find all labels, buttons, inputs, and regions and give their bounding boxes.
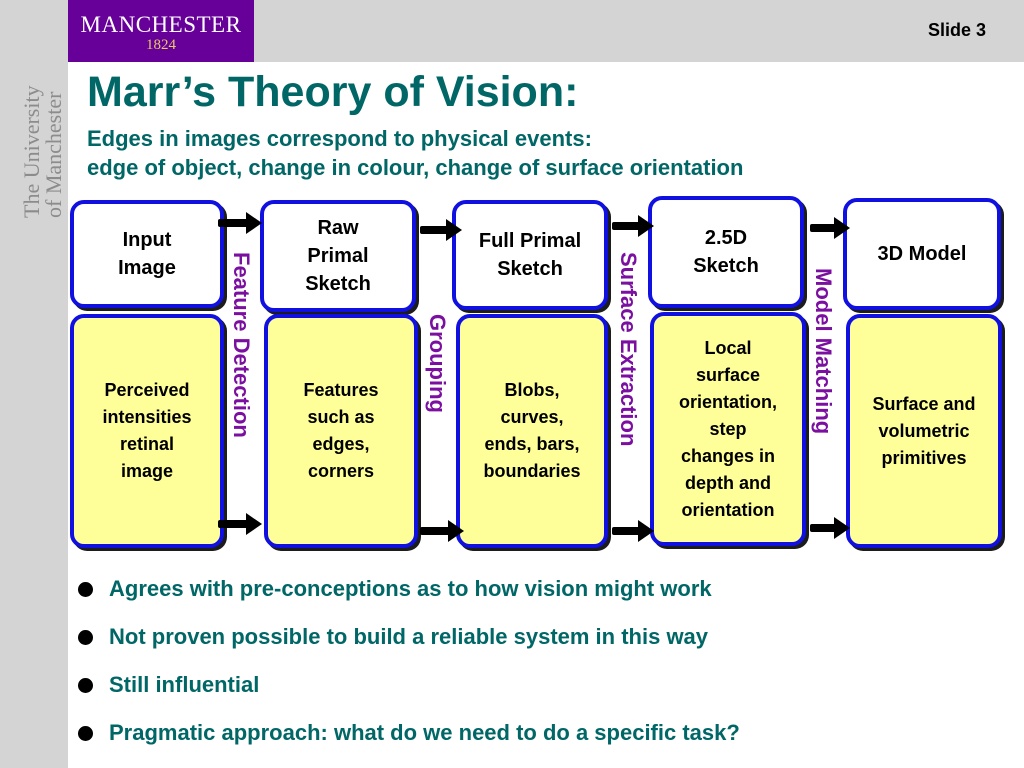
stage-description: Features such as edges, corners <box>303 380 379 481</box>
stage-label: Raw Primal Sketch <box>305 217 371 295</box>
transition-label-surface-extraction: Surface Extraction <box>616 252 641 447</box>
manchester-logo: MANCHESTER 1824 <box>68 0 254 62</box>
list-item: Still influential <box>76 661 1016 709</box>
arrow-right-icon <box>218 212 262 234</box>
bullet-text: Pragmatic approach: what do we need to d… <box>109 720 740 745</box>
bullet-icon <box>78 629 93 645</box>
stage-box-raw-primal-sketch: Raw Primal Sketch <box>260 200 416 312</box>
slide-title: Marr’s Theory of Vision: <box>87 68 579 116</box>
bullet-icon <box>78 677 93 693</box>
bullet-icon <box>78 725 93 741</box>
stage-box-full-primal-sketch: Full Primal Sketch <box>452 200 608 310</box>
logo-year: 1824 <box>146 37 176 53</box>
subtitle-line-2: edge of object, change in colour, change… <box>87 155 744 180</box>
side-logo-line2: of Manchester <box>41 91 66 218</box>
arrow-right-icon <box>810 217 850 239</box>
description-box-2-5d-sketch: Local surface orientation, step changes … <box>650 312 806 546</box>
stage-description: Blobs, curves, ends, bars, boundaries <box>483 380 581 481</box>
description-box-raw-primal-sketch: Features such as edges, corners <box>264 314 418 548</box>
stage-label: 3D Model <box>877 243 967 265</box>
description-box-3d-model: Surface and volumetric primitives <box>846 314 1002 548</box>
slide-number: Slide 3 <box>927 20 986 40</box>
list-item: Agrees with pre-conceptions as to how vi… <box>76 565 1016 613</box>
description-box-input-image: Perceived intensities retinal image <box>70 314 224 548</box>
bullet-list: Agrees with pre-conceptions as to how vi… <box>76 565 1016 757</box>
transition-label-grouping: Grouping <box>425 314 450 413</box>
left-banner <box>0 62 68 768</box>
bullet-text: Not proven possible to build a reliable … <box>109 624 709 649</box>
arrow-right-icon <box>420 520 464 542</box>
stage-label: 2.5D Sketch <box>693 227 759 277</box>
stage-description: Perceived intensities retinal image <box>102 380 192 481</box>
marr-pipeline-diagram: Input Image Raw Primal Sketch Full Prima… <box>68 192 1024 557</box>
arrow-right-icon <box>420 219 462 241</box>
list-item: Not proven possible to build a reliable … <box>76 613 1016 661</box>
arrow-right-icon <box>612 520 654 542</box>
transition-label-model-matching: Model Matching <box>811 268 836 435</box>
stage-label: Full Primal Sketch <box>478 230 582 280</box>
bullet-text: Agrees with pre-conceptions as to how vi… <box>109 576 712 601</box>
list-item: Pragmatic approach: what do we need to d… <box>76 709 1016 757</box>
stage-description: Local surface orientation, step changes … <box>679 337 777 520</box>
logo-name: MANCHESTER <box>80 12 242 37</box>
arrow-right-icon <box>218 513 262 535</box>
stage-box-2-5d-sketch: 2.5D Sketch <box>648 196 804 308</box>
bullet-text: Still influential <box>109 672 260 697</box>
transition-label-feature-detection: Feature Detection <box>229 252 254 438</box>
slide-subtitle: Edges in images correspond to physical e… <box>87 124 743 182</box>
arrow-right-icon <box>612 215 654 237</box>
university-side-logo: The University of Manchester <box>19 85 66 218</box>
arrow-right-icon <box>810 517 850 539</box>
stage-label: Input Image <box>118 229 176 279</box>
side-logo-line1: The University <box>19 85 44 218</box>
stage-box-input-image: Input Image <box>70 200 224 308</box>
description-box-full-primal-sketch: Blobs, curves, ends, bars, boundaries <box>456 314 608 548</box>
subtitle-line-1: Edges in images correspond to physical e… <box>87 126 592 151</box>
stage-box-3d-model: 3D Model <box>843 198 1001 310</box>
bullet-icon <box>78 581 93 597</box>
stage-description: Surface and volumetric primitives <box>872 393 976 468</box>
